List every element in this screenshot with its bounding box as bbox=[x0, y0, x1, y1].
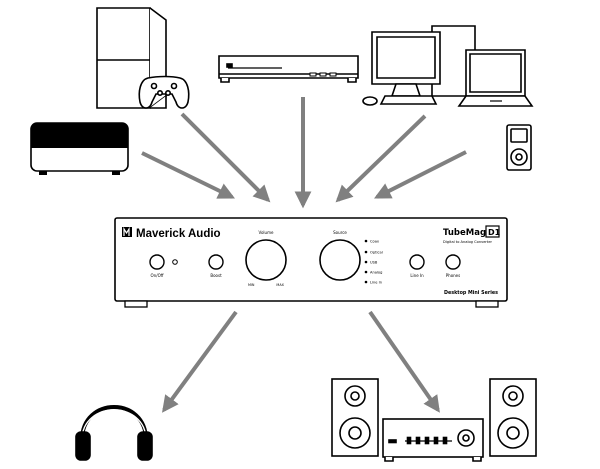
model-badge: D1 bbox=[488, 228, 501, 237]
arrow-headphones bbox=[162, 310, 238, 413]
model-subtitle: Digital to Analog Converter bbox=[443, 240, 493, 244]
phones-label: Phones bbox=[446, 273, 460, 278]
source-knob[interactable] bbox=[319, 239, 361, 281]
arrow-media-player bbox=[374, 150, 467, 199]
line-in-label: Line In bbox=[410, 273, 424, 278]
dac-foot-left bbox=[124, 300, 148, 308]
source-item: Line In bbox=[370, 281, 382, 285]
dac-foot-right bbox=[475, 300, 499, 308]
phones-jack[interactable] bbox=[445, 254, 461, 270]
power-led bbox=[172, 259, 178, 265]
portable-speaker-icon bbox=[30, 122, 129, 175]
maverick-logo-icon bbox=[122, 226, 132, 237]
source-indicator-list: Coax Optical USB Analog Line In bbox=[364, 239, 383, 285]
model-badge-box bbox=[485, 225, 500, 238]
arrow-stereo bbox=[368, 310, 440, 413]
headphones-icon bbox=[75, 405, 153, 461]
arrow-console bbox=[180, 112, 271, 203]
stereo-system-icon bbox=[331, 378, 537, 462]
source-led bbox=[364, 239, 368, 243]
volume-knob[interactable] bbox=[245, 239, 287, 281]
source-led bbox=[364, 250, 368, 254]
desktop-computer-icon bbox=[362, 25, 476, 106]
volume-label: Volume bbox=[259, 230, 274, 235]
arrow-computer bbox=[335, 114, 427, 203]
source-item: Coax bbox=[370, 240, 380, 244]
onoff-label: On/Off bbox=[151, 273, 164, 278]
source-item: Analog bbox=[370, 271, 382, 275]
boost-label: Boost bbox=[210, 273, 222, 278]
game-console-icon bbox=[96, 7, 190, 109]
input-arrows bbox=[141, 97, 467, 209]
line-in-jack[interactable] bbox=[409, 254, 425, 270]
source-item: USB bbox=[370, 261, 378, 265]
dac-device: Maverick Audio TubeMagic D1 Digital to A… bbox=[114, 217, 508, 308]
volume-min-label: MIN bbox=[248, 283, 255, 287]
dvd-player-icon bbox=[218, 55, 359, 83]
source-led bbox=[364, 280, 368, 284]
volume-max-label: MAX bbox=[276, 283, 284, 287]
source-led bbox=[364, 260, 368, 264]
arrow-speaker bbox=[141, 151, 236, 199]
power-button[interactable] bbox=[149, 254, 165, 270]
source-item: Optical bbox=[370, 251, 383, 255]
source-led bbox=[364, 270, 368, 274]
output-arrows bbox=[162, 310, 440, 413]
laptop-icon bbox=[457, 49, 534, 107]
boost-button[interactable] bbox=[208, 254, 224, 270]
dac-front-panel bbox=[114, 217, 508, 302]
source-label: Source bbox=[333, 230, 347, 235]
media-player-icon bbox=[506, 124, 532, 171]
model-name: TubeMagic bbox=[443, 228, 494, 238]
series-label: Desktop Mini Series bbox=[444, 290, 498, 296]
brand-name: Maverick Audio bbox=[136, 228, 221, 240]
